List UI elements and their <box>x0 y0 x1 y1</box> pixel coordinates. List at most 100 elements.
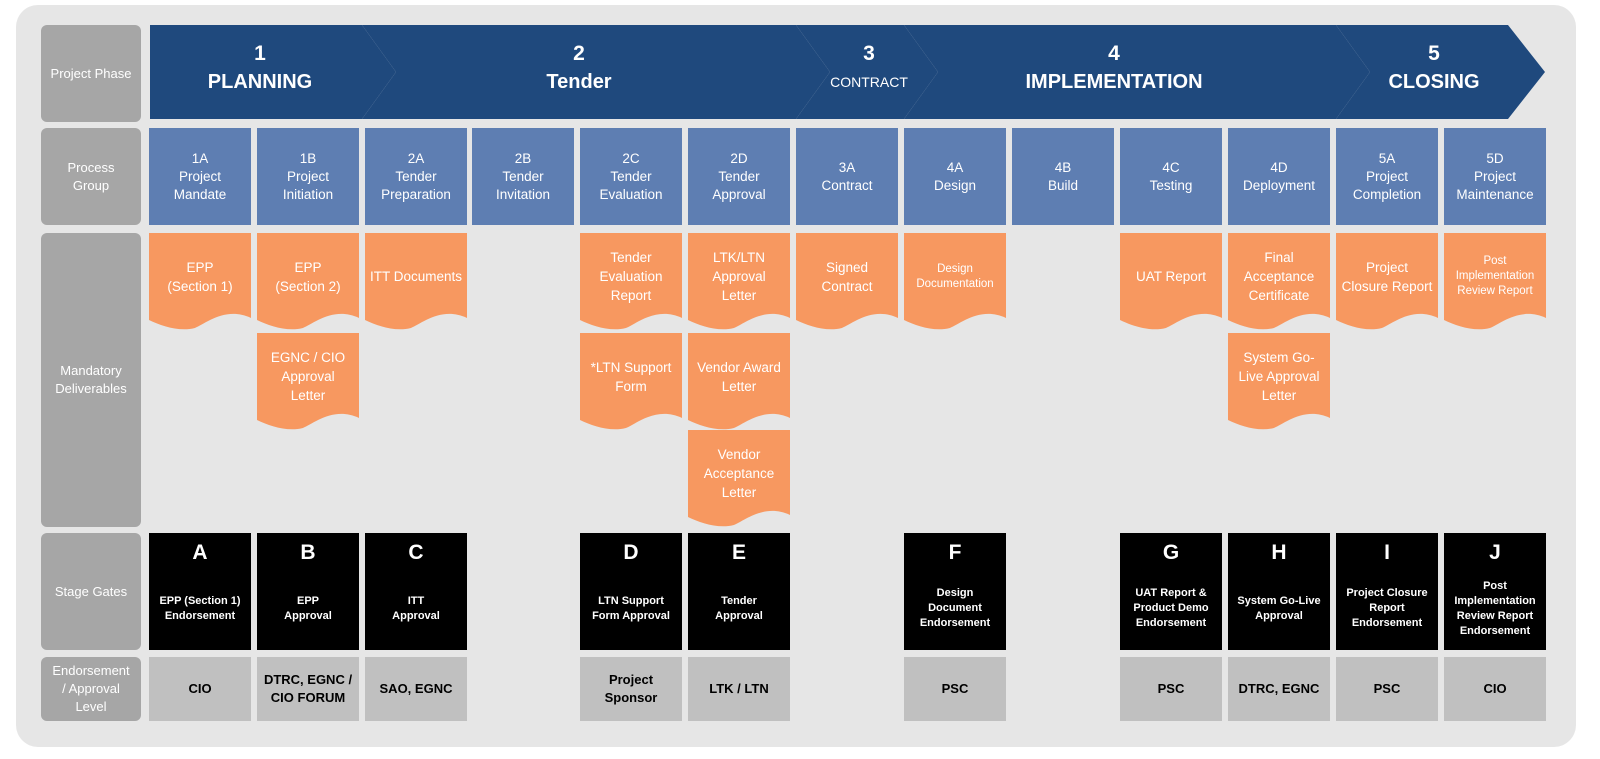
deliverable-post-implementation-review-report: Post Implementation Review Report <box>1444 233 1546 330</box>
deliverable-vendor-award-letter: Vendor Award Letter <box>688 333 790 430</box>
deliverable-egnc-cio-approval-letter: EGNC / CIO Approval Letter <box>257 333 359 430</box>
document-shape <box>688 333 790 430</box>
stage-gate-letter: H <box>1271 541 1287 564</box>
phase-name: CONTRACT <box>830 74 908 90</box>
process-group-label: 4B Build <box>1047 159 1079 193</box>
phase-name: IMPLEMENTATION <box>1025 71 1203 93</box>
process-group-2d: 2D Tender Approval <box>688 128 790 225</box>
document-shape <box>580 233 682 330</box>
stage-gate-h: H System Go-Live Approval <box>1228 533 1330 650</box>
deliverable-ltn-support-form: *LTN Support Form <box>580 333 682 430</box>
process-group-5a: 5A Project Completion <box>1336 128 1438 225</box>
phase-label-4: 4 IMPLEMENTATION <box>1025 40 1202 96</box>
process-group-1a: 1A Project Mandate <box>149 128 251 225</box>
deliverable-design-documentation: Design Documentation <box>904 233 1006 330</box>
approval-level-project-sponsor: Project Sponsor <box>580 657 682 721</box>
deliverable-itt-documents: ITT Documents <box>365 233 467 330</box>
process-group-1b: 1B Project Initiation <box>257 128 359 225</box>
deliverable-label: LTK/LTN Approval Letter <box>712 250 766 303</box>
process-group-label: 5A Project Completion <box>1352 150 1422 202</box>
approval-level-dtrc-egnc-cio-forum: DTRC, EGNC / CIO FORUM <box>257 657 359 721</box>
deliverable-tender-evaluation-report: Tender Evaluation Report <box>580 233 682 330</box>
row-label-approval-level: Endorsement / Approval Level <box>41 657 141 721</box>
approval-level-ltk-ltn: LTK / LTN <box>688 657 790 721</box>
deliverable-project-closure-report: Project Closure Report <box>1336 233 1438 330</box>
phase-arrow-contract <box>796 25 938 119</box>
document-shape <box>904 233 1006 330</box>
deliverable-label: EPP (Section 2) <box>275 259 341 294</box>
process-group-4d: 4D Deployment <box>1228 128 1330 225</box>
process-group-label: 1A Project Mandate <box>173 150 227 202</box>
phase-name: CLOSING <box>1388 71 1480 93</box>
process-group-2a: 2A Tender Preparation <box>365 128 467 225</box>
process-group-4a: 4A Design <box>904 128 1006 225</box>
stage-gate-description: EPP Approval <box>284 594 332 622</box>
phase-number: 3 <box>863 42 875 65</box>
deliverable-system-go-live-approval-letter: System Go- Live Approval Letter <box>1228 333 1330 430</box>
approval-level-psc: PSC <box>1336 657 1438 721</box>
phase-name: Tender <box>546 71 612 93</box>
process-group-4b: 4B Build <box>1012 128 1114 225</box>
document-shape <box>1228 333 1330 430</box>
stage-gate-description: Project Closure Report Endorsement <box>1346 587 1428 629</box>
stage-gate-description: ITT Approval <box>392 594 440 622</box>
stage-gate-description: Design Document Endorsement <box>919 587 991 629</box>
deliverable-label: Final Acceptance Certificate <box>1243 250 1315 303</box>
deliverable-signed-contract: Signed Contract <box>796 233 898 330</box>
phase-label-1: 1 PLANNING <box>208 40 312 96</box>
row-label-stage-gates: Stage Gates <box>41 533 141 650</box>
stage-gate-description: EPP (Section 1) Endorsement <box>159 594 241 622</box>
stage-gate-description: System Go-Live Approval <box>1237 594 1321 622</box>
phase-label-3: 3 CONTRACT <box>830 40 908 96</box>
stage-gate-letter: J <box>1489 541 1501 564</box>
process-group-label: 2C Tender Evaluation <box>599 150 663 202</box>
stage-gate-c: C ITT Approval <box>365 533 467 650</box>
stage-gate-description: Tender Approval <box>715 594 763 622</box>
stage-gate-letter: E <box>731 541 746 564</box>
approval-level-cio: CIO <box>1444 657 1546 721</box>
document-shape <box>149 233 251 330</box>
deliverable-label: Vendor Acceptance Letter <box>703 447 775 500</box>
process-group-5d: 5D Project Maintenance <box>1444 128 1546 225</box>
approval-level-psc: PSC <box>1120 657 1222 721</box>
deliverable-final-acceptance-certificate: Final Acceptance Certificate <box>1228 233 1330 330</box>
process-group-label: 1B Project Initiation <box>282 150 334 202</box>
process-group-label: 2A Tender Preparation <box>381 150 451 202</box>
stage-gate-letter: F <box>948 541 962 564</box>
document-shape <box>1228 233 1330 330</box>
phase-arrows <box>150 25 1545 119</box>
deliverable-label: Project Closure Report <box>1341 259 1433 294</box>
stage-gate-letter: C <box>408 541 424 564</box>
phase-label-2: 2 Tender <box>546 40 611 96</box>
phase-arrow-planning <box>150 25 396 119</box>
phase-label-5: 5 CLOSING <box>1388 40 1479 96</box>
approval-level-cio: CIO <box>149 657 251 721</box>
stage-gate-j: J Post Implementation Review Report Endor… <box>1444 533 1546 650</box>
process-group-2b: 2B Tender Invitation <box>472 128 574 225</box>
phase-arrow-closing <box>1336 25 1545 119</box>
process-group-label: 4D Deployment <box>1242 159 1316 193</box>
approval-level-sao-egnc: SAO, EGNC <box>365 657 467 721</box>
approval-level-dtrc-egnc: DTRC, EGNC <box>1228 657 1330 721</box>
deliverable-label: System Go- Live Approval Letter <box>1238 350 1320 403</box>
deliverable-ltk-ltn-approval-letter: LTK/LTN Approval Letter <box>688 233 790 330</box>
stage-gate-description: Post Implementation Review Report Endors… <box>1454 579 1536 637</box>
process-group-2c: 2C Tender Evaluation <box>580 128 682 225</box>
stage-gate-letter: A <box>192 541 208 564</box>
stage-gate-f: F Design Document Endorsement <box>904 533 1006 650</box>
process-group-3a: 3A Contract <box>796 128 898 225</box>
deliverable-label: EGNC / CIO Approval Letter <box>270 350 346 403</box>
row-label-deliverables: Mandatory Deliverables <box>41 233 141 527</box>
phase-number: 4 <box>1108 42 1120 65</box>
approval-level-psc: PSC <box>904 657 1006 721</box>
row-label-phase: Project Phase <box>41 25 141 122</box>
phase-arrow-tender <box>362 25 830 119</box>
process-group-label: 3A Contract <box>821 159 873 193</box>
phase-number: 1 <box>254 42 266 65</box>
stage-gate-letter: G <box>1162 541 1180 564</box>
deliverable-label: *LTN Support Form <box>590 359 672 394</box>
stage-gate-description: UAT Report & Product Demo Endorsement <box>1133 587 1209 629</box>
